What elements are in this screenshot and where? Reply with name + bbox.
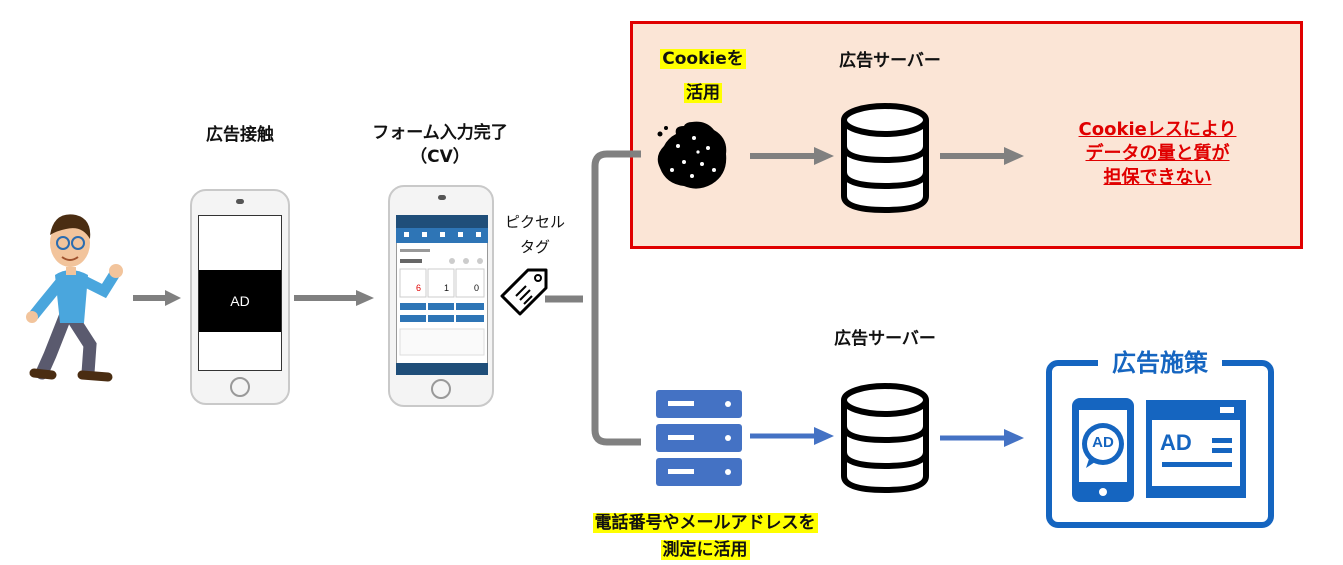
home-button-icon [230,377,250,397]
arrow-runner-to-ad [133,290,181,306]
phone-ad-screen: AD [198,215,282,371]
arrow-server-to-policy [940,429,1024,447]
arrow-server-to-warning [940,147,1024,165]
warning-line2: データの量と質が [1085,143,1230,164]
ad-card-label: AD [1160,430,1192,455]
home-button-icon [431,379,451,399]
phone-ad: AD [190,189,290,405]
phone-dashboard: 6 1 0 [388,185,494,407]
server-rack-icon [656,390,742,486]
runner-figure-icon [26,214,123,382]
warning-line3: 担保できない [1103,167,1212,188]
ad-policy-title: 広告施策 [1098,347,1222,379]
pixel-tag-label-line2: タグ [519,238,550,256]
cookie-label-line1: Cookieを [660,49,746,69]
cv-label-line2: （CV） [410,147,470,167]
branch-connector [545,150,641,446]
phone-camera [236,199,244,204]
arrow-cookie-to-server [750,147,834,165]
measure-label-line2: 測定に活用 [660,540,750,560]
cookieless-warning: Cookieレスにより データの量と質が 担保できない [1040,118,1275,190]
pixel-tag-label-line1: ピクセル [504,213,565,231]
svg-text:1: 1 [444,283,449,293]
warning-line1: Cookieレスにより [1078,119,1237,140]
arrow-rack-to-server [750,427,834,445]
ad-phone-icon [1072,398,1134,502]
dashboard-screen-icon: 6 1 0 [396,215,488,375]
ad-card-icon [1146,400,1246,498]
phone-camera [438,195,446,200]
ad-server-label-top: 広告サーバー [839,51,941,71]
cv-label-line1: フォーム入力完了 [372,123,508,143]
svg-text:6: 6 [416,283,421,293]
svg-text:0: 0 [474,283,479,293]
tag-icon [500,268,548,316]
cookie-icon [657,121,727,189]
ad-bubble-label: AD [1092,434,1114,451]
database-icon [841,103,929,214]
ad-banner: AD [199,270,281,332]
cookie-label-line2: 活用 [684,83,722,103]
database-icon [841,383,929,494]
arrow-ad-to-cv [294,290,374,306]
measure-label-line1: 電話番号やメールアドレスを [592,513,818,533]
ad-contact-label: 広告接触 [206,125,274,145]
ad-server-label-bottom: 広告サーバー [834,329,936,349]
